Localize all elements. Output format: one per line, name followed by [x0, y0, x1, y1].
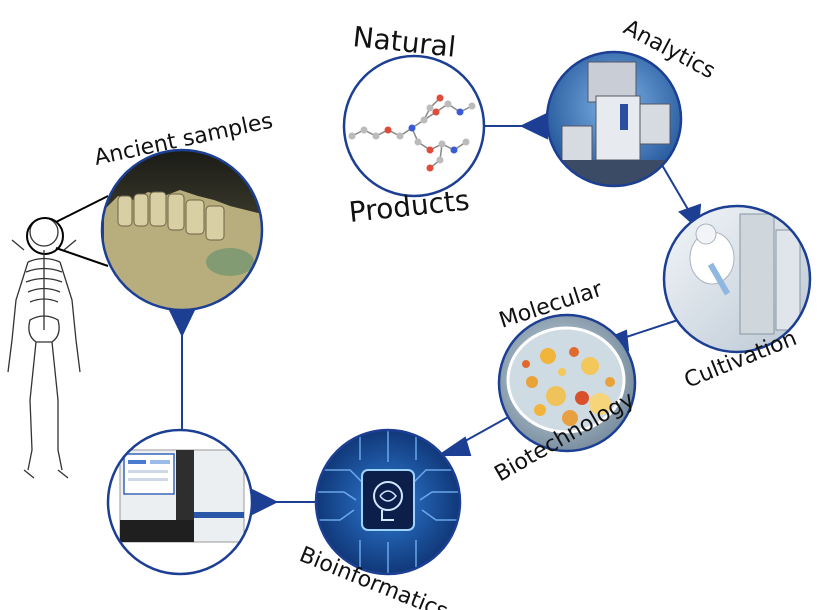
connector-arrow-natural: [519, 112, 548, 140]
label-natural: Natural: [351, 20, 457, 64]
natural-products-node: [342, 54, 486, 198]
molecule-icon: [348, 94, 476, 172]
connector-arrow-ancient: [168, 309, 196, 338]
sequencer-node: [106, 428, 254, 576]
brain-circuit-icon: [316, 430, 460, 574]
label-products: Products: [347, 184, 471, 229]
lab-cultivation-photo-icon: [664, 206, 810, 352]
cultivation-node: [662, 204, 812, 354]
skeleton-icon: [7, 195, 109, 479]
molecular-biotechnology-node: [497, 313, 637, 453]
bioinformatics-node: [314, 428, 462, 576]
connector-arrow-bioinformatics: [436, 436, 472, 456]
ancient-samples-node: [100, 148, 264, 312]
jawbone-photo-icon: [102, 150, 262, 310]
petri-dish-photo-icon: [499, 315, 635, 451]
sequencer-photo-icon: [119, 449, 245, 543]
connector-arrow-sequencer: [251, 488, 279, 516]
